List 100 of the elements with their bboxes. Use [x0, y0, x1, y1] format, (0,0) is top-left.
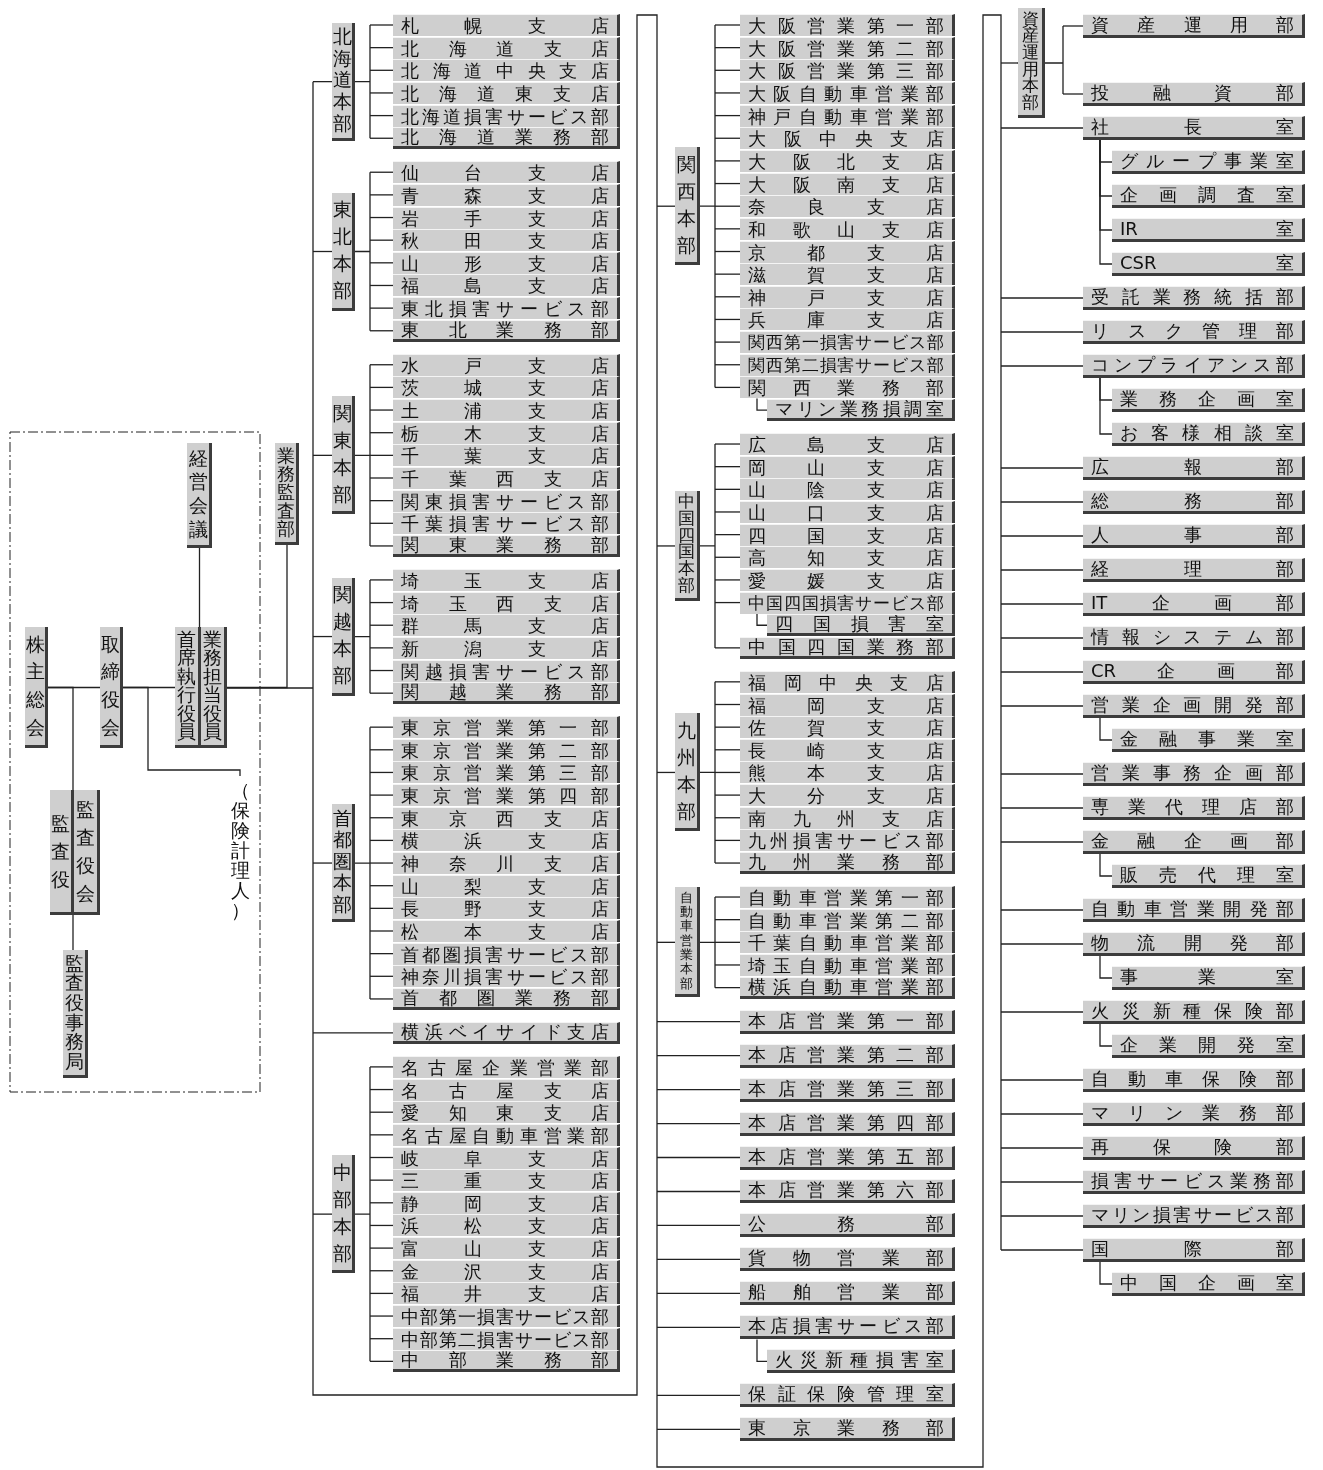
department-box: 九州業務部 — [740, 852, 955, 875]
connector-line — [656, 771, 676, 774]
connector-line — [656, 1054, 741, 1057]
connector-line — [756, 1338, 768, 1362]
connector-line — [714, 647, 741, 649]
connector-line — [369, 771, 394, 774]
connector-line — [1000, 501, 1084, 503]
department-box: 火災新種保険部 — [1083, 1000, 1305, 1024]
department-box: 受託業務統括部 — [1083, 286, 1305, 310]
connector-line — [369, 1088, 394, 1091]
connector-trunk — [1044, 25, 1064, 95]
department-box: 埼玉支店 — [393, 568, 620, 591]
connector-line — [369, 1202, 394, 1204]
department-box: 北海道業務部 — [393, 127, 620, 150]
connector-line — [714, 862, 741, 864]
connector-line — [369, 477, 394, 479]
connector-line — [369, 330, 394, 332]
department-box: 千葉損害サービス部 — [393, 512, 620, 535]
department-box: 関越損害サービス部 — [393, 659, 620, 682]
connector-line — [1000, 535, 1084, 537]
section-box: 業務企画室 — [1112, 388, 1305, 412]
connector-line — [369, 114, 394, 117]
division-box: 東北本部 — [332, 192, 355, 311]
department-box: IT企画部 — [1083, 592, 1305, 616]
connector-line — [714, 919, 741, 921]
connector-trunk — [699, 896, 716, 989]
connector-line — [369, 862, 394, 864]
connector-line — [369, 137, 394, 139]
department-box: 関越業務部 — [393, 682, 620, 705]
note-text: （保険計理人） — [228, 776, 252, 926]
division-box: 九州本部 — [675, 713, 700, 832]
connector-line — [1000, 1181, 1084, 1183]
department-box: 総務部 — [1083, 490, 1305, 514]
department-box: 山口支店 — [740, 500, 955, 523]
connector-line — [656, 1190, 741, 1193]
department-box: 東京営業第一部 — [393, 716, 620, 739]
department-box: 愛知東支店 — [393, 1101, 620, 1124]
department-box: 水戸支店 — [393, 353, 620, 376]
connector-line — [656, 1020, 741, 1023]
connector-line — [714, 114, 741, 117]
department-box: 東京業務部 — [740, 1417, 955, 1442]
connector-line — [656, 1258, 741, 1261]
connector-line — [714, 250, 741, 253]
department-box: 営業企画開発部 — [1083, 694, 1305, 718]
connector-line — [1099, 853, 1113, 877]
connector-line — [1000, 297, 1084, 299]
connector-line — [369, 1247, 394, 1249]
department-box: マリン損害サービス部 — [1083, 1204, 1305, 1228]
department-box: 広島支店 — [740, 433, 955, 455]
department-box: 大阪自動車営業部 — [740, 81, 955, 104]
division-box: 中部本部 — [332, 1155, 355, 1274]
connector-line — [756, 397, 768, 411]
connector-line — [369, 601, 394, 604]
connector-line — [369, 1224, 394, 1227]
connector-line — [714, 839, 741, 842]
department-box: 青森支店 — [393, 183, 620, 206]
connector-line — [714, 47, 741, 49]
connector-line — [369, 1270, 394, 1272]
connector-line — [714, 92, 741, 94]
connector-line — [1000, 637, 1084, 639]
connector-line — [226, 544, 288, 689]
department-box: 中部業務部 — [393, 1350, 620, 1373]
connector-line — [714, 896, 741, 898]
department-box: 埼玉自動車営業部 — [740, 953, 955, 976]
connector-line — [369, 194, 394, 196]
connector-line — [369, 1315, 394, 1317]
connector-line — [1000, 127, 1084, 129]
division-box: 資産運用本部 — [1018, 8, 1045, 118]
connector-line — [369, 953, 394, 955]
department-box: 首都圏業務部 — [393, 987, 620, 1010]
department-box: 福井支店 — [393, 1282, 620, 1305]
connector-line — [72, 914, 74, 951]
department-box: 広報部 — [1083, 456, 1305, 480]
connector-line — [714, 296, 741, 298]
section-box: IR室 — [1112, 218, 1305, 242]
section-box: 四国損害室 — [767, 614, 955, 637]
connector-line — [1000, 1011, 1084, 1013]
connector-line — [714, 511, 741, 513]
section-box: 中国企画室 — [1112, 1272, 1305, 1296]
department-box: 人事部 — [1083, 524, 1305, 548]
connector-line — [369, 239, 394, 241]
connector-line — [369, 1111, 394, 1113]
connector-line — [369, 930, 394, 932]
connector-line — [47, 686, 74, 791]
connector-line — [714, 794, 741, 796]
connector-line — [369, 1134, 394, 1136]
department-box: 神奈川損害サービス部 — [393, 965, 620, 988]
department-box: 自動車営業第一部 — [740, 886, 955, 908]
connector-line — [1000, 1249, 1084, 1251]
department-box: 大阪営業第二部 — [740, 36, 955, 59]
department-box: 秋田支店 — [393, 229, 620, 252]
department-box: 名古屋企業営業部 — [393, 1055, 620, 1078]
connector-line — [1000, 773, 1084, 775]
connector-line — [1099, 1023, 1113, 1047]
department-box: 浜松支店 — [393, 1214, 620, 1237]
department-box: 大阪中央支店 — [740, 127, 955, 150]
connector-line — [1000, 62, 1019, 64]
department-box: 佐賀支店 — [740, 716, 955, 739]
department-box: 仙台支店 — [393, 161, 620, 184]
department-box: 社長室 — [1083, 116, 1305, 140]
